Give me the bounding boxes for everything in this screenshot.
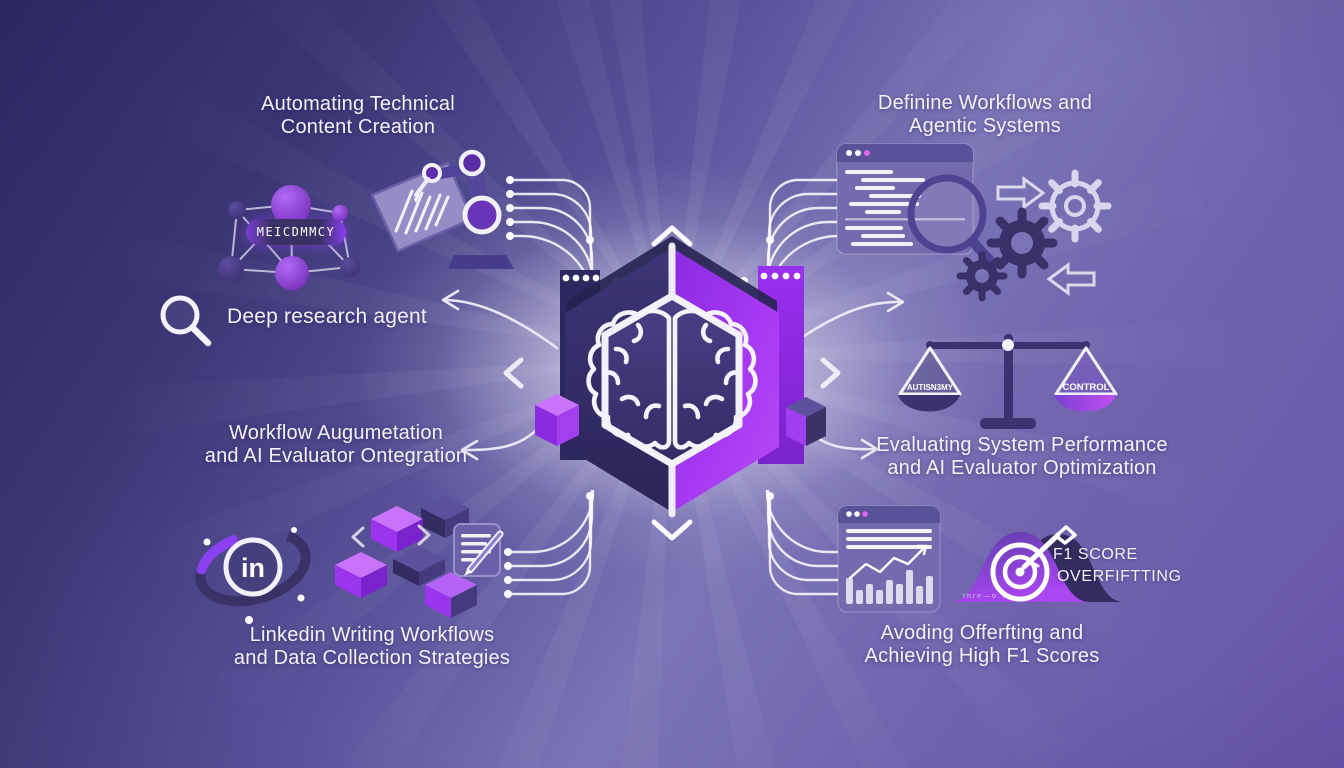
linkedin-icon: in: [195, 527, 311, 624]
caption-line: Achieving High F1 Scores: [864, 645, 1100, 667]
caption-line: Content Creation: [280, 116, 436, 138]
document-pencil-icon: [453, 523, 504, 577]
chart-window-icon: [837, 505, 941, 613]
overfitting-label: OVERFIFTTING: [1057, 568, 1182, 585]
caption-bottom-left: Linkedin Writing Workflows and Data Coll…: [234, 624, 510, 670]
f1-score-label: F1 SCORE: [1053, 546, 1138, 563]
inner-hexagon: [601, 292, 743, 468]
network-graph-icon: [218, 185, 360, 290]
gear-outline-icon: [1038, 169, 1112, 243]
caption-top-right: Definine Workflows and Agentic Systems: [878, 92, 1092, 138]
tablet: [370, 161, 474, 253]
gear-small-icon: [956, 250, 1008, 302]
agentic-tools-icons: [836, 143, 1112, 302]
caption-mid-left: Workflow Augumetation and AI Evaluator O…: [205, 422, 467, 468]
caption-deep-research: Deep research agent: [227, 305, 427, 328]
gear-large-icon: [986, 207, 1058, 279]
elbow-joint: [458, 149, 486, 177]
shoulder-joint: [462, 195, 502, 235]
code-window-icon: [836, 143, 998, 269]
search-icon: [160, 295, 212, 347]
caption-bottom-right: Avoding Offerfting and Achieving High F1…: [865, 622, 1100, 668]
linkedin-badge-label: in: [241, 553, 265, 583]
cube-chevron-left-icon: [351, 526, 365, 548]
cube-bright-left: [335, 552, 387, 598]
left-cube-icon: [535, 394, 579, 446]
caption-line: and AI Evaluator Ontegration: [204, 445, 468, 467]
caption-line: Linkedin Writing Workflows: [249, 624, 495, 646]
caption-line: and Data Collection Strategies: [233, 647, 511, 669]
caption-line: Workflow Augumetation: [229, 422, 443, 444]
network-pill-label: MEICDMMCY: [246, 219, 346, 245]
arrow-left-outline-icon: [1046, 262, 1096, 296]
robot-arm-icon: [370, 149, 514, 269]
arm-base: [448, 255, 514, 269]
caption-line: Avoding Offerfting and: [880, 622, 1084, 644]
scale-right-label: CONTROL: [1063, 382, 1110, 393]
caption-line: Definine Workflows and: [877, 92, 1093, 114]
caption-line: Agentic Systems: [909, 115, 1061, 137]
arrow-right-outline-icon: [996, 176, 1046, 210]
right-cube-icon: [786, 397, 826, 446]
balance-scale-icon: AUTISN3MY CONTROL: [898, 334, 1118, 429]
caption-line: and AI Evaluator Optimization: [887, 457, 1157, 479]
bell-axis-label: thre—o ⊗: [963, 593, 1010, 600]
scale-left-label: AUTISN3MY: [907, 383, 954, 392]
cube-bright-top: [371, 506, 423, 552]
caption-mid-right: Evaluating System Performance and AI Eva…: [876, 434, 1167, 480]
caption-line: Automating Technical: [261, 93, 455, 115]
caption-line: Deep research agent: [227, 305, 427, 328]
chevron-down-icon: [651, 519, 693, 541]
caption-line: Evaluating System Performance: [876, 434, 1168, 456]
caption-top-left: Automating Technical Content Creation: [261, 93, 455, 139]
